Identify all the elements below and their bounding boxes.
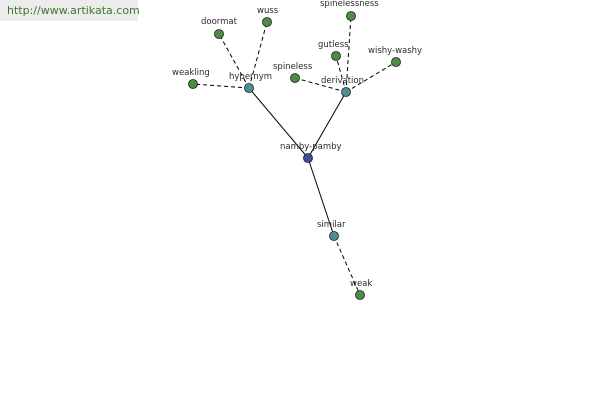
node-derivation[interactable]	[341, 87, 351, 97]
node-gutless[interactable]	[331, 51, 341, 61]
node-label-spinelessness: spinelessness	[320, 0, 379, 9]
node-similar[interactable]	[329, 231, 339, 241]
node-hypernym[interactable]	[244, 83, 254, 93]
edge-namby-pamby-hypernym	[248, 87, 309, 159]
node-weak[interactable]	[355, 290, 365, 300]
graph-nodes	[188, 11, 401, 300]
node-label-derivation: derivation	[321, 76, 364, 86]
edge-namby-pamby-similar	[307, 157, 335, 237]
edge-hypernym-doormat	[218, 33, 250, 89]
node-spinelessness[interactable]	[346, 11, 356, 21]
edge-hypernym-weakling	[192, 83, 250, 89]
edge-hypernym-wuss	[248, 21, 268, 89]
node-doormat[interactable]	[214, 29, 224, 39]
node-spineless[interactable]	[290, 73, 300, 83]
edge-derivation-spinelessness	[345, 15, 352, 93]
node-label-doormat: doormat	[201, 17, 238, 27]
node-namby-pamby[interactable]	[303, 153, 313, 163]
graph-labels: namby-pamby hypernym derivation similar door…	[172, 0, 422, 289]
graph-edges	[192, 15, 397, 296]
node-label-gutless: gutless	[318, 40, 349, 50]
node-wuss[interactable]	[262, 17, 272, 27]
node-label-weakling: weakling	[172, 68, 210, 78]
edge-derivation-wishy-washy	[345, 61, 397, 93]
node-label-wishy-washy: wishy-washy	[368, 46, 422, 56]
node-label-weak: weak	[350, 279, 372, 289]
edge-derivation-spineless	[294, 77, 347, 93]
node-label-similar: similar	[317, 220, 346, 230]
node-label-wuss: wuss	[257, 6, 279, 16]
node-label-hypernym: hypernym	[229, 72, 272, 82]
edge-namby-pamby-derivation	[307, 91, 347, 159]
node-weakling[interactable]	[188, 79, 198, 89]
node-wishy-washy[interactable]	[391, 57, 401, 67]
edge-similar-weak	[333, 235, 361, 296]
artikata-url-link[interactable]: http://www.artikata.com	[0, 0, 140, 21]
node-label-spineless: spineless	[273, 62, 313, 72]
edge-derivation-gutless	[335, 55, 347, 93]
node-label-namby-pamby: namby-pamby	[280, 142, 342, 152]
